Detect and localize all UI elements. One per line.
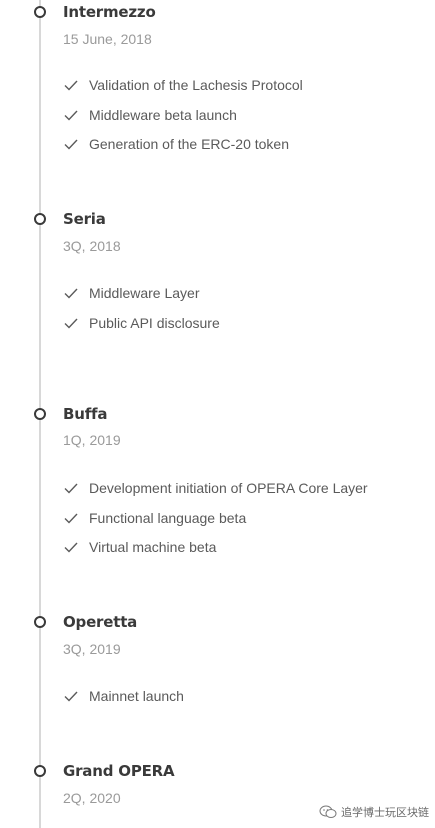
phase-title: Intermezzo [63, 3, 156, 21]
timeline-node [34, 213, 46, 225]
milestone-item: Middleware Layer [63, 283, 200, 303]
milestone-text: Middleware beta launch [89, 107, 237, 123]
phase-date: 15 June, 2018 [63, 31, 152, 47]
check-icon [64, 80, 78, 91]
check-icon [64, 318, 78, 329]
check-icon [64, 483, 78, 494]
milestone-item: Middleware beta launch [63, 105, 237, 125]
milestone-item: Generation of the ERC-20 token [63, 134, 289, 154]
watermark: 追学博士玩区块链 [319, 804, 429, 820]
phase-title: Buffa [63, 405, 108, 423]
phase-title: Grand OPERA [63, 762, 175, 780]
timeline-node [34, 616, 46, 628]
milestone-item: Functional language beta [63, 508, 246, 528]
milestone-item: Development initiation of OPERA Core Lay… [63, 478, 368, 498]
timeline-node [34, 765, 46, 777]
milestone-text: Validation of the Lachesis Protocol [89, 77, 303, 93]
check-icon [64, 542, 78, 553]
milestone-text: Virtual machine beta [89, 539, 217, 555]
check-icon [64, 139, 78, 150]
check-icon [64, 288, 78, 299]
phase-date: 3Q, 2018 [63, 238, 121, 254]
phase-title: Seria [63, 210, 106, 228]
milestone-item: Mainnet launch [63, 686, 184, 706]
milestone-text: Generation of the ERC-20 token [89, 136, 290, 152]
timeline-node [34, 6, 46, 18]
phase-date: 1Q, 2019 [63, 432, 121, 448]
check-icon [64, 513, 78, 524]
milestone-text: Public API disclosure [89, 315, 220, 331]
phase-date: 2Q, 2020 [63, 790, 121, 806]
wechat-icon [319, 805, 337, 818]
check-icon [64, 110, 78, 121]
check-icon [64, 691, 78, 702]
milestone-item: Validation of the Lachesis Protocol [63, 75, 303, 95]
watermark-text: 追学博士玩区块链 [341, 806, 429, 819]
milestone-text: Functional language beta [89, 510, 247, 526]
milestone-text: Development initiation of OPERA Core Lay… [89, 480, 368, 496]
milestone-text: Mainnet launch [89, 688, 184, 704]
milestone-item: Public API disclosure [63, 313, 220, 333]
milestone-item: Virtual machine beta [63, 537, 216, 557]
phase-title: Operetta [63, 613, 138, 631]
milestone-text: Middleware Layer [89, 285, 200, 301]
timeline-node [34, 408, 46, 420]
phase-date: 3Q, 2019 [63, 641, 121, 657]
